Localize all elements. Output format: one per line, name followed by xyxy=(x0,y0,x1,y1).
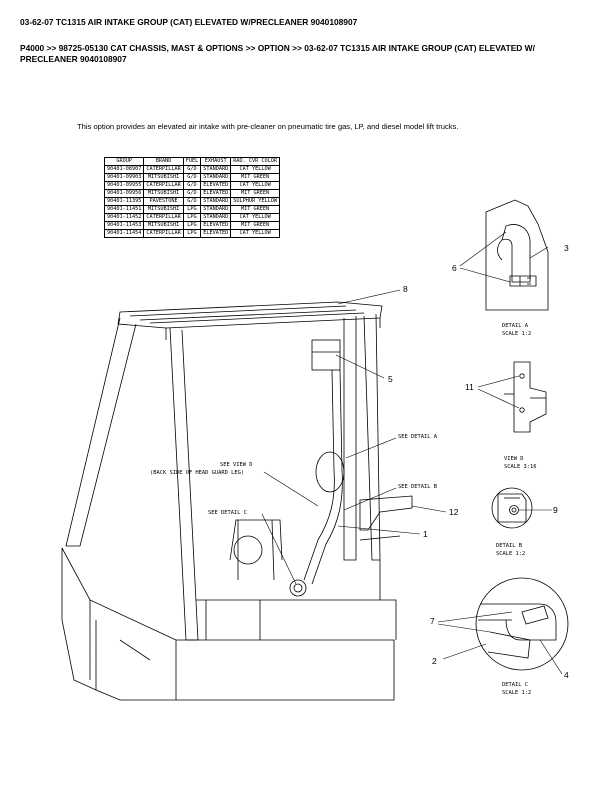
callout-7: 7 xyxy=(430,616,435,626)
callout-11: 11 xyxy=(465,382,474,392)
callout-6: 6 xyxy=(452,263,457,273)
table-cell: CAT YELLOW xyxy=(230,229,280,238)
detail-b-scale: SCALE 1:2 xyxy=(496,551,525,557)
see-view-d-note: SEE VIEW D xyxy=(220,462,252,468)
detail-b-drawing xyxy=(491,487,533,529)
detail-b-title: DETAIL B xyxy=(496,543,522,549)
view-d-title: VIEW D xyxy=(504,456,523,462)
detail-a-title: DETAIL A xyxy=(502,323,529,329)
detail-a-drawing xyxy=(485,199,549,311)
detail-c-drawing xyxy=(475,577,569,671)
detail-a-scale: SCALE 1:2 xyxy=(502,331,531,337)
callout-1: 1 xyxy=(423,529,428,539)
callout-5: 5 xyxy=(388,374,393,384)
view-d-scale: SCALE 3:16 xyxy=(504,464,536,470)
view-d-drawing xyxy=(504,361,547,433)
head-guard-drawing xyxy=(61,301,413,701)
callout-8: 8 xyxy=(403,284,408,294)
detail-c-title: DETAIL C xyxy=(502,682,528,688)
page-title: 03-62-07 TC1315 AIR INTAKE GROUP (CAT) E… xyxy=(20,17,358,27)
callout-4: 4 xyxy=(564,670,569,680)
callout-2: 2 xyxy=(432,656,437,666)
see-view-d-note-2: (BACK SIDE OF HEAD GUARD LEG) xyxy=(150,470,244,476)
intro-text: This option provides an elevated air int… xyxy=(77,122,459,131)
table-cell: ELEVATED xyxy=(200,229,232,238)
breadcrumb: P4000 >> 98725-05130 CAT CHASSIS, MAST &… xyxy=(20,43,535,64)
see-detail-a-note: SEE DETAIL A xyxy=(398,434,438,440)
table-cell: CATERPILLAR xyxy=(143,229,184,238)
callout-3: 3 xyxy=(564,243,569,253)
detail-c-scale: SCALE 1:2 xyxy=(502,690,531,696)
callout-9: 9 xyxy=(553,505,558,515)
callout-12: 12 xyxy=(449,507,459,517)
see-detail-c-note: SEE DETAIL C xyxy=(208,510,247,516)
see-detail-b-note: SEE DETAIL B xyxy=(398,484,437,490)
